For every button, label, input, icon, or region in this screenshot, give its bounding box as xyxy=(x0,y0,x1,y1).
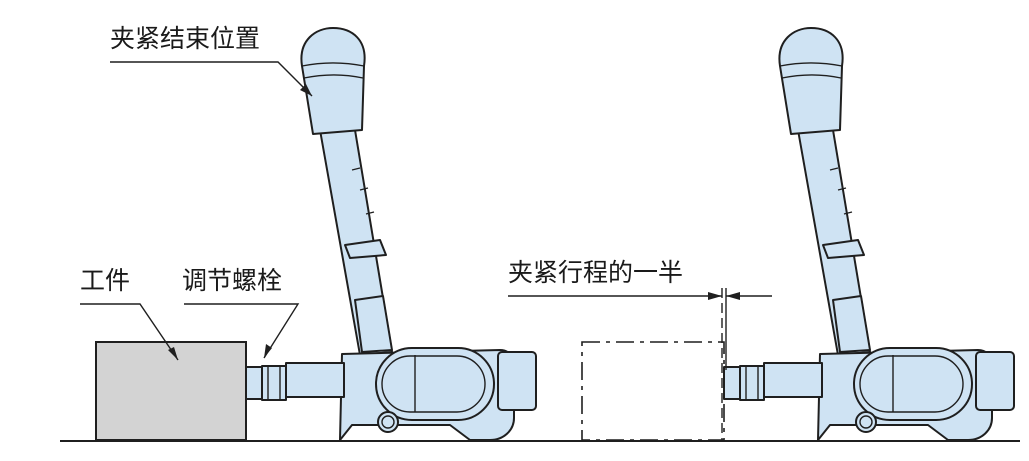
leader-bolt-arrow xyxy=(264,344,272,358)
leader-workpiece-arrow xyxy=(168,347,178,360)
leader-clamp-end xyxy=(110,61,313,97)
workpiece-block xyxy=(95,341,247,441)
leader-clamp-end-arrow xyxy=(300,84,312,96)
label-half-clamp-stroke: 夹紧行程的一半 xyxy=(508,258,684,287)
half-stroke-arrow-left xyxy=(708,292,722,300)
clamp-right xyxy=(723,27,1015,441)
workpiece-outline-dashed xyxy=(581,341,725,441)
leader-bolt xyxy=(184,303,300,359)
clamp-left xyxy=(245,27,537,441)
half-stroke-arrow-right xyxy=(726,292,740,300)
label-adjusting-bolt: 调节螺栓 xyxy=(182,266,283,295)
label-clamp-end-position: 夹紧结束位置 xyxy=(110,24,261,53)
label-workpiece: 工件 xyxy=(80,266,131,295)
leader-workpiece xyxy=(80,303,179,361)
